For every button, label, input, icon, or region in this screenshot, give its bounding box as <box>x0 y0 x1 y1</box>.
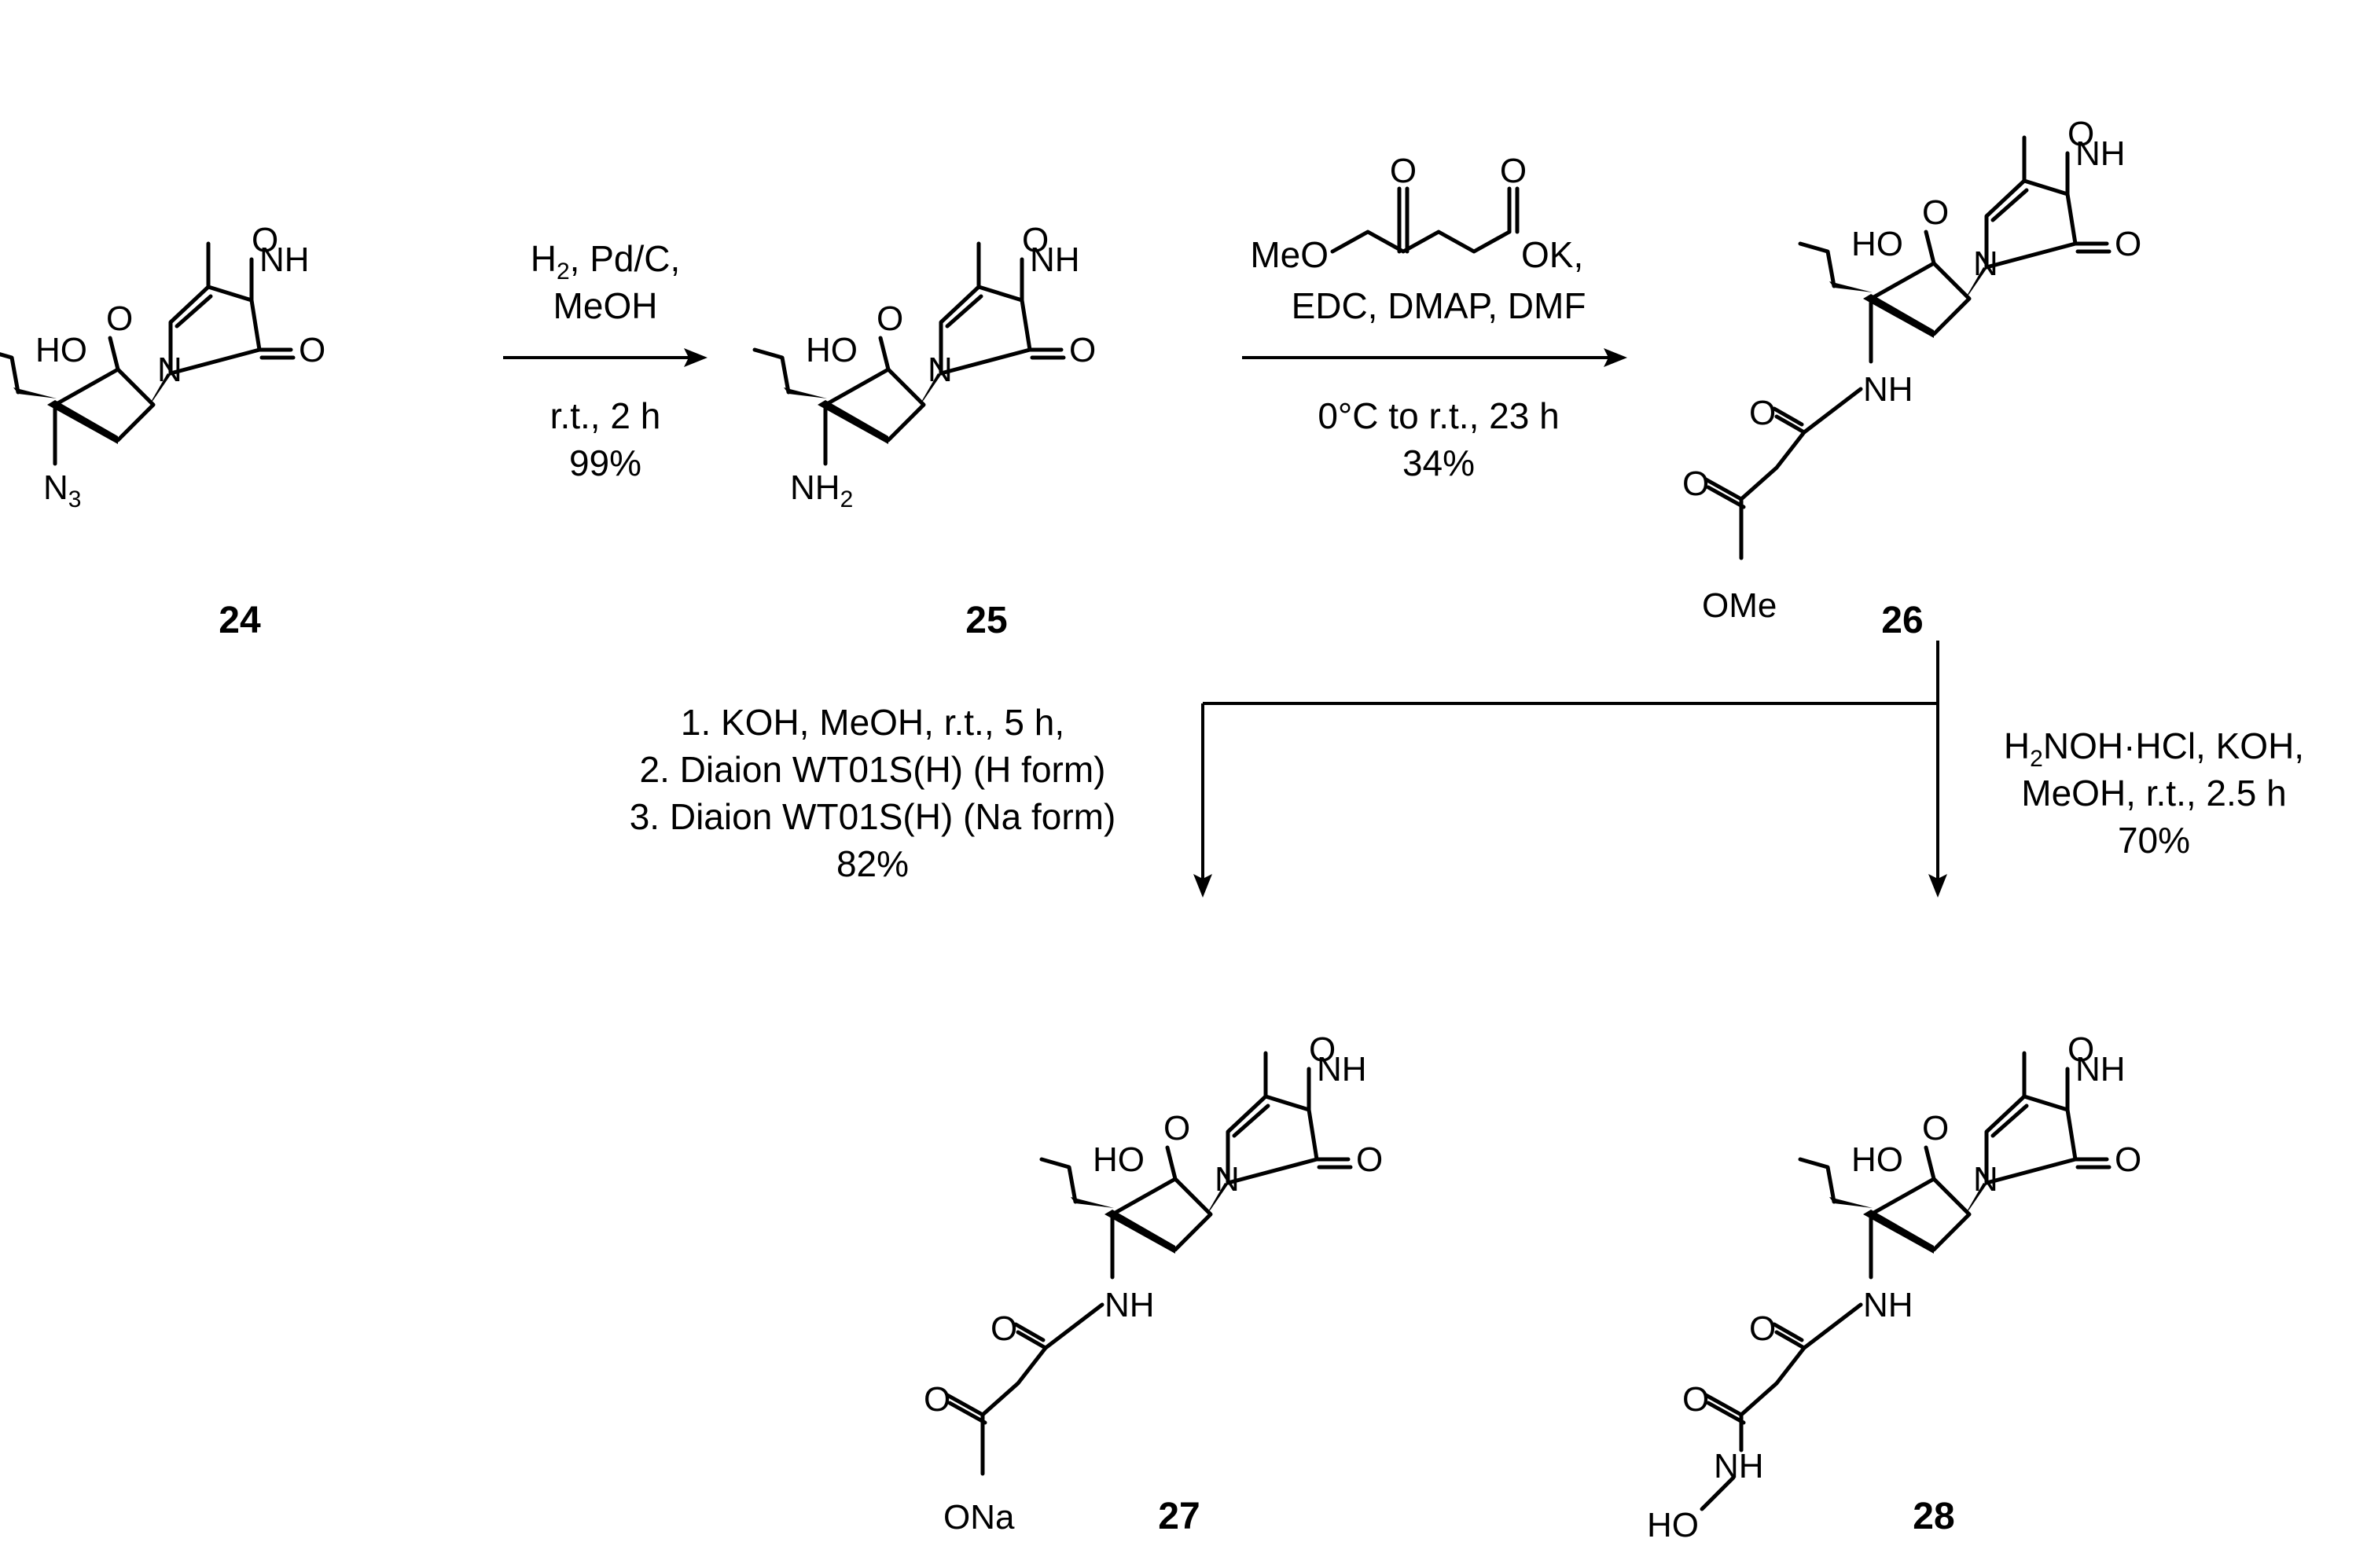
compound-number-27: 27 <box>1158 1496 1200 1537</box>
ring-oxygen-label: O <box>1163 1109 1190 1148</box>
imide-nh-label: NH <box>1317 1050 1367 1089</box>
compound-number-26: 26 <box>1881 600 1923 641</box>
ring-oxygen-label: O <box>1922 1109 1949 1148</box>
reaction-conditions-4: H2NOH·HCl, KOH, MeOH, r.t., 2.5 h 70% <box>2004 725 2304 861</box>
methyl-ester-label: OMe <box>1702 586 1777 625</box>
ring-nitrogen-label: N <box>1973 244 1998 283</box>
step4-yield: 70% <box>2118 820 2190 861</box>
oxo-label: O <box>252 221 278 259</box>
ring-nitrogen-label: N <box>157 351 182 389</box>
malonate-reagent-structure: O O MeO OK, <box>1250 152 1583 275</box>
malonate-oxo-label-2: O <box>1500 152 1527 190</box>
sodium-salt-label: ONa <box>943 1498 1015 1537</box>
ring-nitrogen-label: N <box>1973 1160 1998 1199</box>
step1-reagent-line1: H2, Pd/C, <box>531 238 681 285</box>
hydroxamic-carbonyl-oxygen-label: O <box>1682 1380 1709 1419</box>
ring-oxygen-label: O <box>106 299 133 338</box>
imide-nh-label: NH <box>259 241 310 279</box>
reaction-conditions-2: EDC, DMAP, DMF 0°C to r.t., 23 h 34% <box>1292 285 1586 483</box>
oxo-label-2: O <box>299 331 325 369</box>
step3-yield: 82% <box>836 843 909 884</box>
hydroxyl-label: HO <box>1093 1140 1145 1179</box>
oxo-label: O <box>1309 1030 1336 1069</box>
step4-reagents: H2NOH·HCl, KOH, <box>2004 725 2304 772</box>
amide-oxygen-label: O <box>1749 394 1776 432</box>
oxo-label-2: O <box>1356 1140 1383 1179</box>
reaction-arrow-1 <box>503 348 708 367</box>
ring-oxygen-label: O <box>1922 193 1949 232</box>
imide-nh-label: NH <box>1030 241 1080 279</box>
step2-coupling-reagents: EDC, DMAP, DMF <box>1292 285 1586 326</box>
ester-oxygen-label: O <box>1682 465 1709 503</box>
oxo-label: O <box>2067 115 2094 153</box>
step2-yield: 34% <box>1402 442 1475 483</box>
amine-label: NH2 <box>790 468 853 512</box>
ring-oxygen-label: O <box>877 299 903 338</box>
malonate-oxo-label: O <box>1390 152 1417 190</box>
reaction-arrow-4 <box>1928 703 1947 898</box>
compound-number-28: 28 <box>1913 1496 1954 1537</box>
compound-27: HO O N NH O O NH O O ONa <box>924 1030 1383 1537</box>
step2-conditions: 0°C to r.t., 23 h <box>1318 395 1559 436</box>
step3-line1: 1. KOH, MeOH, r.t., 5 h, <box>681 702 1064 743</box>
compound-28: HO O N NH O O NH O O NH HO <box>1647 1030 2141 1544</box>
compound-number-25: 25 <box>965 600 1007 641</box>
hydroxyl-label: HO <box>1851 1140 1903 1179</box>
oxo-label-2: O <box>2115 225 2141 263</box>
reaction-conditions-3: 1. KOH, MeOH, r.t., 5 h, 2. Diaion WT01S… <box>630 702 1116 884</box>
amide-oxygen-label: O <box>991 1309 1017 1348</box>
amide-oxygen-label: O <box>1749 1309 1776 1348</box>
compound-24: HO O N NH O O N3 <box>0 221 325 512</box>
hydroxyl-label: HO <box>35 331 87 369</box>
oxo-label: O <box>1022 221 1049 259</box>
reaction-arrow-2 <box>1242 348 1627 367</box>
ring-nitrogen-label: N <box>1215 1160 1240 1199</box>
amide-nh-label: NH <box>1104 1286 1155 1324</box>
imide-nh-label: NH <box>2075 134 2126 173</box>
oxo-label: O <box>2067 1030 2094 1069</box>
compound-number-24: 24 <box>219 600 261 641</box>
reaction-conditions-1: H2, Pd/C, MeOH r.t., 2 h 99% <box>531 238 681 483</box>
step1-solvent: MeOH <box>553 285 658 326</box>
reaction-arrow-3 <box>1193 641 1939 898</box>
oxo-label-2: O <box>2115 1140 2141 1179</box>
ring-nitrogen-label: N <box>928 351 953 389</box>
amide-nh-label: NH <box>1863 1286 1913 1324</box>
compound-26: HO O N NH O O NH O O OMe <box>1682 115 2141 625</box>
step3-line2: 2. Diaion WT01S(H) (H form) <box>640 749 1106 790</box>
oxo-label-2: O <box>1069 331 1096 369</box>
compound-25: HO O N NH O O NH2 <box>755 221 1096 512</box>
step3-line3: 3. Diaion WT01S(H) (Na form) <box>630 796 1116 837</box>
malonate-methoxy-label: MeO <box>1250 234 1329 275</box>
carboxylate-oxygen-label: O <box>924 1380 950 1419</box>
step1-conditions: r.t., 2 h <box>550 395 661 436</box>
azide-label: N3 <box>43 468 81 512</box>
amide-nh-label: NH <box>1863 370 1913 409</box>
hydroxyl-label: HO <box>1851 225 1903 263</box>
imide-nh-label: NH <box>2075 1050 2126 1089</box>
malonate-potassium-label: OK, <box>1521 234 1583 275</box>
step4-conditions: MeOH, r.t., 2.5 h <box>2021 773 2286 813</box>
hydroxamic-oh-label: HO <box>1647 1506 1699 1544</box>
hydroxyl-label: HO <box>806 331 858 369</box>
hydroxamic-nh-label: NH <box>1714 1447 1764 1485</box>
step1-yield: 99% <box>569 442 641 483</box>
